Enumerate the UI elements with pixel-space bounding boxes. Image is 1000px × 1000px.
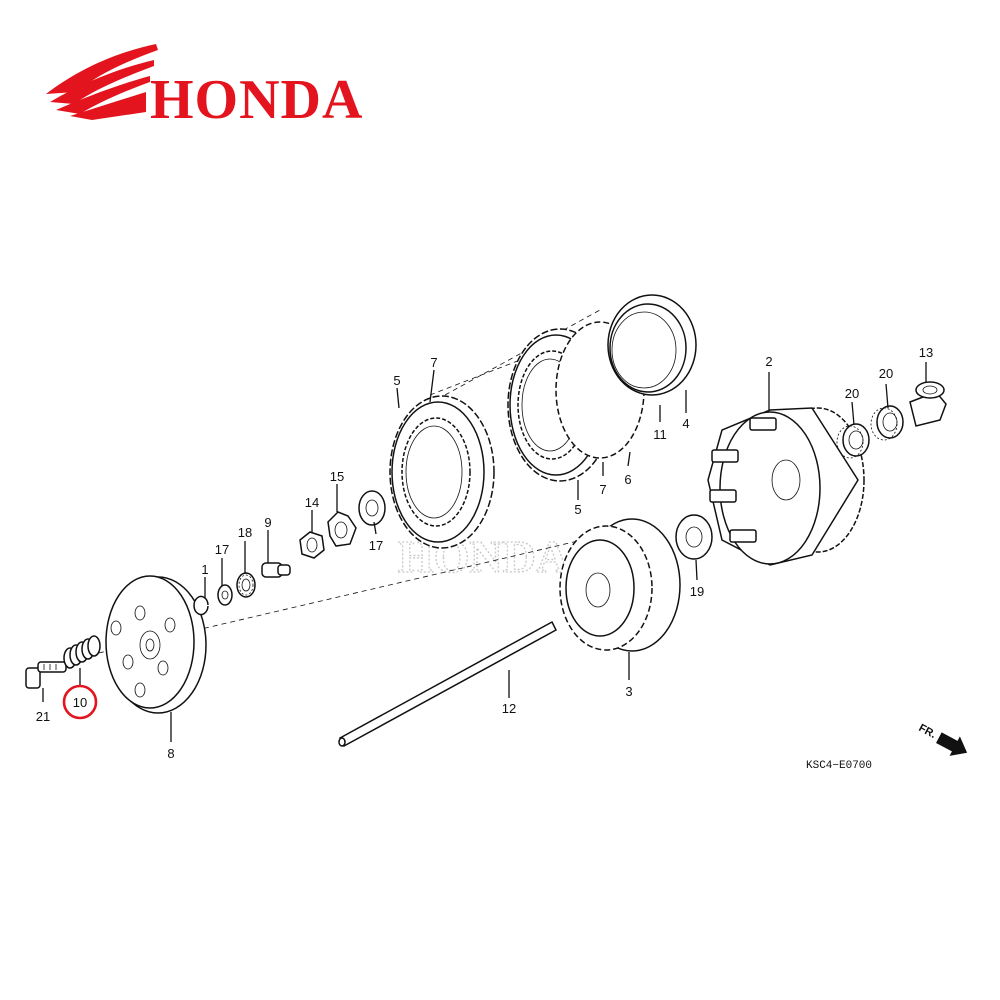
clutch-center-part xyxy=(559,518,681,652)
callout-19: 18 xyxy=(238,525,252,540)
callout-14: 14 xyxy=(305,495,319,510)
highlight-ring xyxy=(62,684,98,720)
callout-15: 15 xyxy=(330,469,344,484)
clutch-disc-stack-rear xyxy=(507,321,645,482)
callout-7-front: 7 xyxy=(430,355,437,370)
callout-20-b: 20 xyxy=(879,366,893,381)
callout-9: 9 xyxy=(264,515,271,530)
callout-12: 12 xyxy=(502,701,516,716)
highlighted-callout[interactable]: 10 xyxy=(62,684,98,720)
callout-5-front: 5 xyxy=(393,373,400,388)
callout-2: 2 xyxy=(765,354,772,369)
diagram-code: KSC4−E0700 xyxy=(806,760,872,772)
callout-leaders xyxy=(42,362,927,742)
callout-21: 21 xyxy=(36,709,50,724)
callout-8: 8 xyxy=(167,746,174,761)
pressure-plate-part xyxy=(105,575,207,714)
thrust-washer-part-16 xyxy=(675,514,713,560)
callout-6: 6 xyxy=(624,472,631,487)
clutch-disc-stack-front xyxy=(389,395,495,549)
callout-3: 3 xyxy=(625,684,632,699)
lock-washer-part xyxy=(327,511,357,547)
bearing-part-19 xyxy=(236,572,256,598)
callout-11: 11 xyxy=(653,427,667,442)
callout-20-a: 20 xyxy=(845,386,859,401)
needle-bearing-part-b xyxy=(870,405,904,441)
thrust-washer-part-17 xyxy=(358,490,386,526)
callout-18: 17 xyxy=(215,542,229,557)
callout-10: 10 xyxy=(73,695,87,710)
callout-4: 4 xyxy=(682,416,689,431)
collar-part xyxy=(909,381,947,427)
callout-labels: 21 8 1 17 18 9 14 15 17 5 7 5 7 6 11 4 3… xyxy=(36,345,933,761)
lifter-rod-part xyxy=(338,620,557,748)
clutch-outer-part xyxy=(707,407,865,566)
callout-13: 13 xyxy=(919,345,933,360)
spring-part xyxy=(63,635,101,669)
honda-wing-icon xyxy=(46,44,158,120)
brand-wordmark: HONDA xyxy=(150,69,363,131)
callout-17: 17 xyxy=(369,538,383,553)
arrow-right-icon xyxy=(936,732,968,756)
callout-1: 1 xyxy=(201,562,208,577)
callout-5-rear: 5 xyxy=(574,502,581,517)
bolt-part xyxy=(25,661,67,689)
washer-part-18 xyxy=(217,584,233,606)
callout-7-rear: 7 xyxy=(599,482,606,497)
front-direction-indicator: FR. xyxy=(917,722,968,756)
needle-bearing-part-a xyxy=(836,423,870,459)
judder-spring-part xyxy=(607,294,697,396)
lifter-part xyxy=(261,562,291,578)
circlip-part xyxy=(193,595,209,616)
callout-16: 19 xyxy=(690,584,704,599)
lock-nut-part xyxy=(299,531,325,559)
direction-label: FR. xyxy=(917,722,938,741)
